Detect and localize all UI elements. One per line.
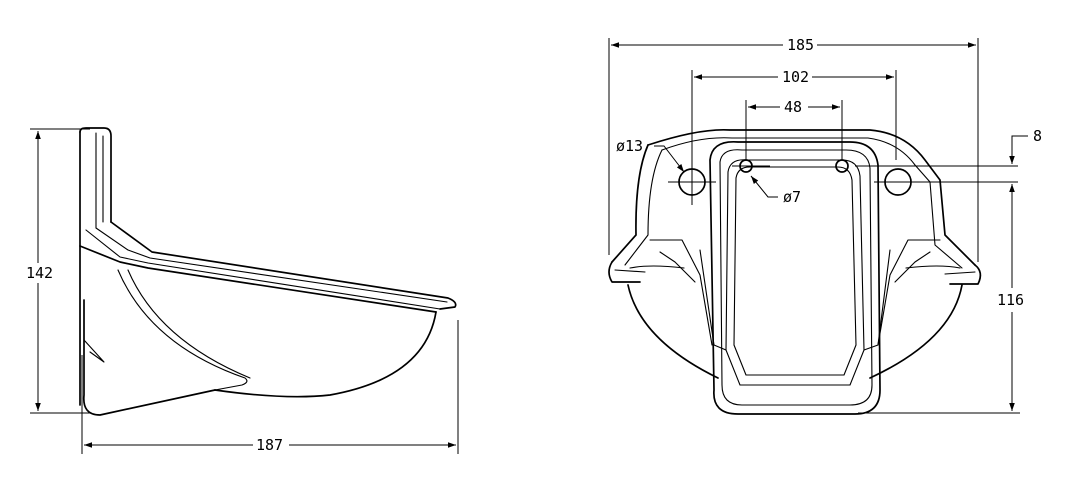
small-hole-label: ø7 [783,188,801,206]
large-hole-callout: ø13 [616,137,685,173]
front-height-dimension: 116 [858,184,1024,414]
front-width-label: 185 [787,36,814,54]
inner-spacing-label: 48 [784,98,802,116]
side-height-dimension: 142 [26,128,90,414]
offset-dimension: 8 [1009,127,1042,164]
large-hole-label: ø13 [616,137,643,155]
front-height-label: 116 [997,291,1024,309]
side-view: 142 187 [26,127,459,454]
side-length-label: 187 [256,436,283,454]
inner-spacing-dimension: 48 [745,98,843,160]
side-height-label: 142 [26,264,53,282]
offset-label: 8 [1033,127,1042,145]
front-view: 185 102 48 ø13 ø7 8 [608,36,1042,415]
hole-spacing-dimension: 102 [691,68,897,160]
mounting-holes [668,158,1018,205]
front-view-outline [608,128,982,415]
side-view-outline [79,127,457,416]
right-small-hole [835,159,849,173]
side-length-dimension: 187 [81,320,459,454]
small-hole-callout: ø7 [750,175,801,206]
hole-spacing-label: 102 [782,68,809,86]
front-width-dimension: 185 [608,36,979,262]
